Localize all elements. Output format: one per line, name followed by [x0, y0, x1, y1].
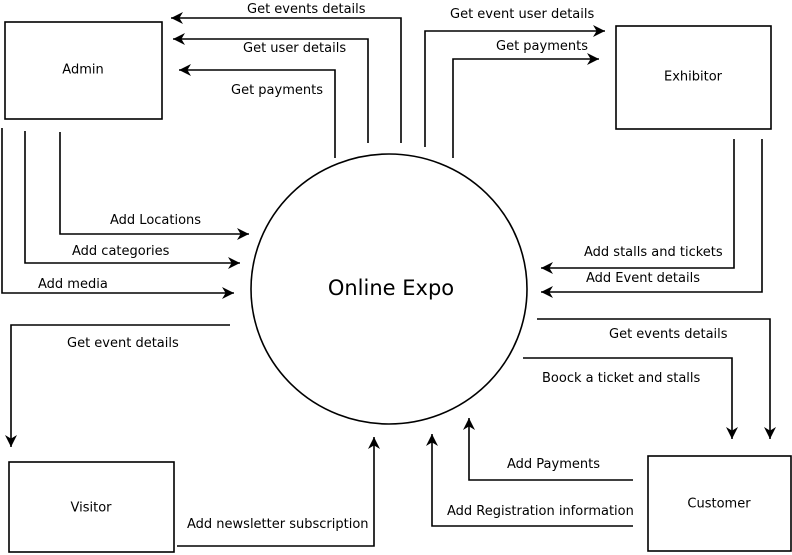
label-customer-book-ticket-stalls: Boock a ticket and stalls [542, 371, 701, 386]
flow-customer-book-ticket-stalls [523, 357, 738, 439]
label-customer-add-payments: Add Payments [507, 457, 600, 472]
visitor-label: Visitor [71, 501, 113, 516]
flow-customer-add-payments [463, 418, 633, 481]
flow-admin-add-media [1, 128, 234, 299]
admin-label: Admin [62, 63, 103, 78]
flow-admin-add-locations [59, 132, 249, 240]
visitor-entity: Visitor [8, 461, 175, 553]
label-admin-get-payments: Get payments [231, 83, 323, 98]
label-exhibitor-get-event-user-details: Get event user details [450, 7, 594, 22]
flow-exhibitor-get-payments [452, 53, 599, 158]
label-exhibitor-add-event-details: Add Event details [586, 271, 700, 286]
customer-entity: Customer [647, 455, 792, 552]
flow-admin-get-user-details [173, 33, 369, 143]
label-visitor-get-event-details: Get event details [67, 336, 179, 351]
label-admin-add-categories: Add categories [72, 244, 170, 259]
label-admin-add-media: Add media [38, 277, 108, 292]
flow-visitor-get-event-details [5, 324, 230, 447]
flow-admin-get-payments [179, 64, 336, 158]
label-admin-get-events-details: Get events details [247, 2, 366, 17]
label-exhibitor-get-payments: Get payments [496, 39, 588, 54]
flow-admin-get-events-details [171, 12, 402, 143]
admin-entity: Admin [4, 21, 163, 120]
flow-admin-add-categories [24, 131, 240, 269]
label-visitor-add-newsletter: Add newsletter subscription [187, 517, 369, 532]
flow-exhibitor-get-event-user-details [424, 25, 605, 147]
label-exhibitor-add-stalls-tickets: Add stalls and tickets [584, 245, 723, 260]
flow-exhibitor-add-stalls-tickets [541, 139, 735, 274]
exhibitor-label: Exhibitor [664, 70, 723, 85]
label-customer-add-registration: Add Registration information [447, 504, 634, 519]
flow-exhibitor-add-event-details [541, 139, 763, 298]
flow-customer-add-registration [426, 434, 633, 527]
label-admin-add-locations: Add Locations [110, 213, 201, 228]
exhibitor-entity: Exhibitor [615, 25, 772, 130]
customer-label: Customer [687, 497, 751, 512]
label-admin-get-user-details: Get user details [243, 41, 346, 56]
label-customer-get-events-details: Get events details [609, 327, 728, 342]
online-expo-process: Online Expo [250, 153, 528, 425]
flow-customer-get-events-details [537, 318, 776, 439]
flow-visitor-add-newsletter [177, 437, 380, 547]
process-label: Online Expo [328, 276, 454, 300]
